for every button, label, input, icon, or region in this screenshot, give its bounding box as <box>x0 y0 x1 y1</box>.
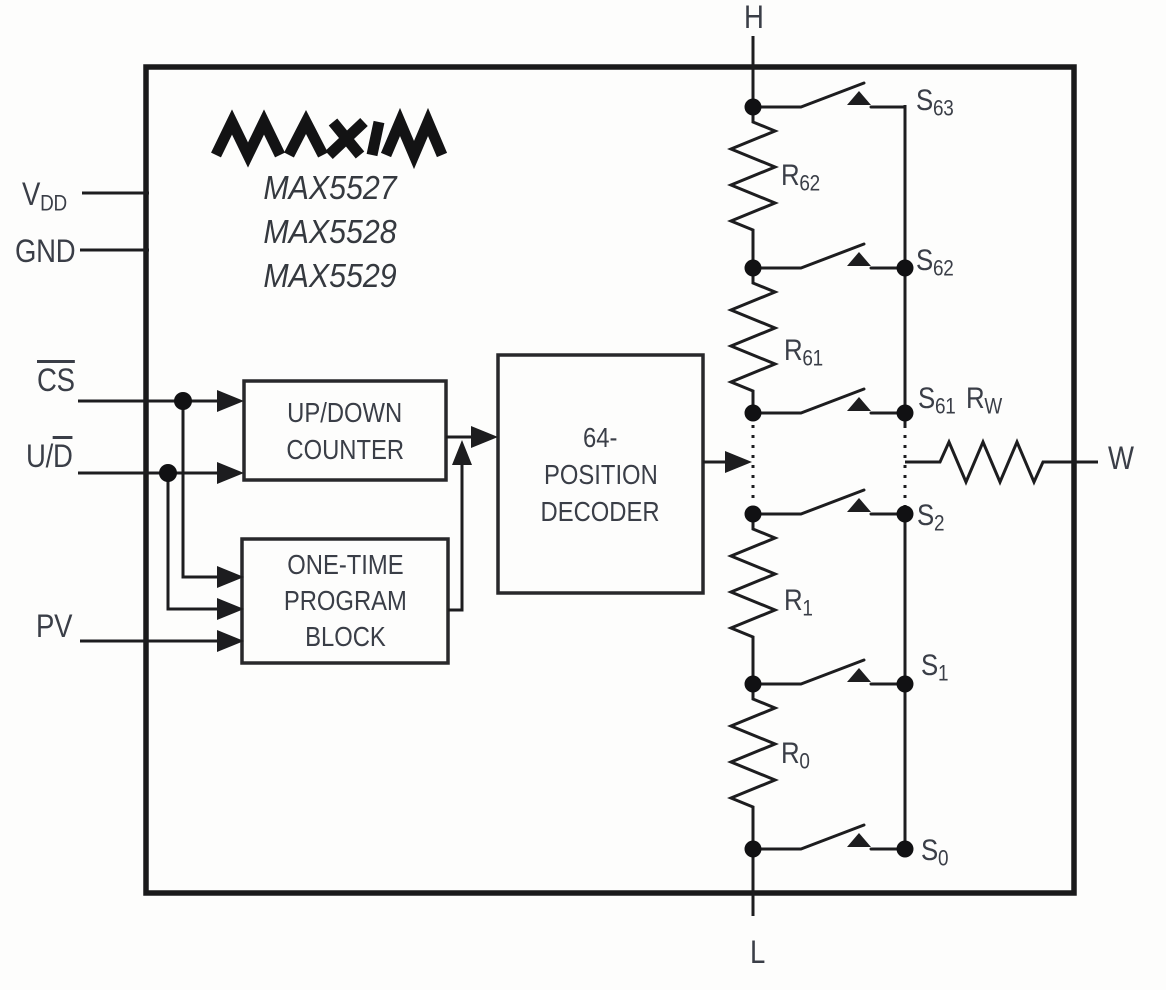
node-dots <box>159 98 914 858</box>
node-cs-junction <box>174 392 192 410</box>
resistor-label-r1: R1 <box>784 584 813 621</box>
node-bus-s0 <box>896 840 914 858</box>
chip-outline <box>143 64 1077 896</box>
part-number: MAX5527 <box>263 169 397 206</box>
switch-contacts <box>751 823 907 851</box>
pin-label-gnd: GND <box>15 233 76 269</box>
pin-label-h: H <box>744 0 764 35</box>
one-time-program-block <box>240 537 450 665</box>
node-bus-s1 <box>896 675 914 693</box>
switch-contacts <box>751 242 907 270</box>
wire-ud-branch <box>166 473 218 611</box>
switch-label-s0: S0 <box>921 834 949 871</box>
switch-wiper-arrow-icon <box>847 668 871 682</box>
node-bus-s62 <box>896 259 914 277</box>
node-ladder-61 <box>744 404 762 422</box>
node-ud-junction <box>159 464 177 482</box>
maxim-logo <box>211 107 448 170</box>
node-ladder-2 <box>744 505 762 523</box>
updown-counter-block <box>242 379 448 482</box>
ud-barred: D <box>53 436 73 474</box>
switch-s62 <box>751 242 907 270</box>
node-ladder-h <box>744 98 762 116</box>
pin-label-pv: PV <box>36 608 73 644</box>
resistor-label-r61: R61 <box>784 334 823 371</box>
switch-label-s2: S2 <box>917 499 945 536</box>
cs-overlined: CS <box>37 360 75 398</box>
wire-otp-to-decoder <box>448 465 464 612</box>
updown-counter-label: UP/DOWN COUNTER <box>286 396 404 465</box>
part-numbers: MAX5527 MAX5528 MAX5529 <box>205 166 455 298</box>
node-bus-s2 <box>896 505 914 523</box>
arrowhead-pv-otp <box>217 630 244 652</box>
function-blocks <box>240 353 705 665</box>
signal-arrowheads <box>217 390 752 652</box>
vdd-base: V <box>22 176 41 212</box>
resistor-r62 <box>727 107 779 268</box>
logo-letter-m1 <box>211 109 285 168</box>
switch-label-s61: S61 <box>918 382 956 419</box>
logo-letter-i <box>366 120 385 157</box>
pin-label-vdd: VDD <box>22 176 74 214</box>
arrowhead-ud-counter <box>217 462 244 484</box>
switch-wiper-arrow-icon <box>847 91 871 105</box>
logo-letter-x <box>325 117 368 160</box>
pin-label-l: L <box>750 934 766 970</box>
arrowhead-counter-decoder <box>471 426 498 448</box>
wire-cs-branch <box>181 401 218 579</box>
switch-label-s63: S63 <box>916 84 954 121</box>
position-decoder-label: 64- POSITION DECODER <box>540 421 660 527</box>
wires <box>78 36 907 916</box>
node-ladder-62 <box>744 259 762 277</box>
tap-switches <box>751 81 907 851</box>
part-number: MAX5528 <box>263 213 397 250</box>
arrowhead-cs-counter <box>217 390 244 412</box>
resistor-r61 <box>727 268 779 413</box>
resistor-label-r0: R0 <box>781 737 810 774</box>
resistor-ladder <box>727 107 1098 849</box>
switch-label-s1: S1 <box>921 649 949 686</box>
switch-wiper-arrow-icon <box>847 498 871 512</box>
vdd-sub: DD <box>40 190 67 216</box>
switch-wiper-arrow-icon <box>847 397 871 411</box>
switch-s2 <box>751 488 907 516</box>
resistor-label-rw: RW <box>966 382 1002 419</box>
switch-s61 <box>751 387 907 415</box>
switch-wiper-arrow-icon <box>847 833 871 847</box>
switch-s63 <box>751 81 907 109</box>
switch-contacts <box>751 658 907 686</box>
arrowhead-ud-otp <box>217 598 244 620</box>
ud-prefix: U/ <box>26 438 54 474</box>
node-ladder-1 <box>744 675 762 693</box>
switch-contacts <box>751 387 907 415</box>
resistor-r1 <box>727 514 779 684</box>
resistor-rw-wiper <box>905 438 1098 486</box>
logo-letter-m2 <box>380 107 448 170</box>
arrowhead-cs-otp <box>217 566 244 588</box>
switch-contacts <box>751 488 907 516</box>
logo-letter-a <box>284 109 328 158</box>
one-time-program-label: ONE-TIME PROGRAM BLOCK <box>283 549 407 652</box>
switch-contacts <box>751 81 907 109</box>
switch-wiper-arrow-icon <box>847 252 871 266</box>
node-bus-s61 <box>896 404 914 422</box>
switch-s0 <box>751 823 907 851</box>
pin-label-cs: CS <box>37 360 81 396</box>
resistor-label-r62: R62 <box>781 159 820 196</box>
part-number: MAX5529 <box>263 257 397 294</box>
switch-s1 <box>751 658 907 686</box>
position-decoder-block <box>496 353 705 595</box>
node-ladder-0 <box>744 840 762 858</box>
pin-label-w: W <box>1108 440 1134 476</box>
resistor-r0 <box>727 684 779 849</box>
pin-label-ud: U/D <box>26 436 80 472</box>
switch-label-s62: S62 <box>916 244 954 281</box>
arrowhead-otp-up <box>452 440 472 465</box>
arrowhead-decoder-wiper <box>725 451 752 473</box>
